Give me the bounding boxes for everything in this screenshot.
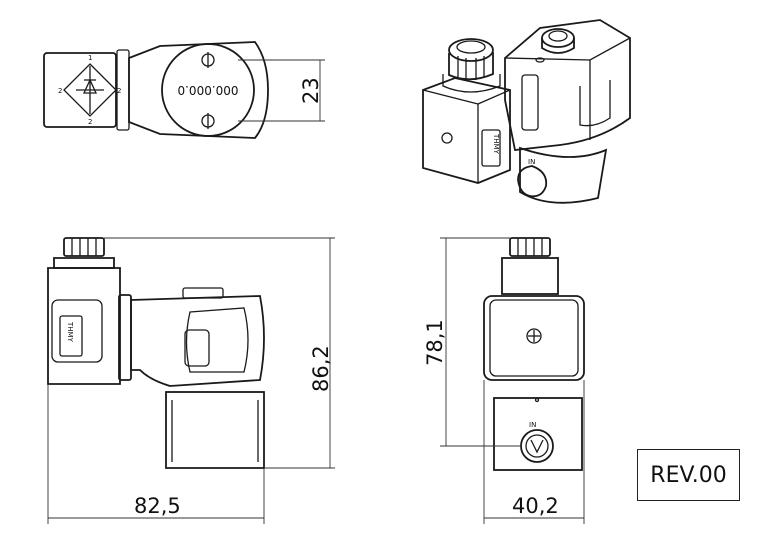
revision-label: REV.00 bbox=[637, 449, 740, 501]
front-cable-gland bbox=[63, 237, 105, 257]
front-valve-body bbox=[165, 391, 265, 469]
dim-front-view-width: 82,5 bbox=[134, 494, 181, 518]
symbol-label-right: 2 bbox=[117, 87, 121, 95]
side-valve-body bbox=[493, 397, 583, 471]
front-connector bbox=[47, 267, 121, 385]
top-view: 1 2 2 2 000.000.0 23 bbox=[43, 41, 325, 139]
front-brand-plate bbox=[59, 315, 83, 357]
side-view: IN 78,1 40,2 bbox=[423, 237, 585, 524]
iso-cable-gland bbox=[448, 38, 494, 62]
dim-side-view-width: 40,2 bbox=[512, 494, 559, 518]
symbol-label-bottom: 2 bbox=[88, 118, 92, 126]
valve-symbol-icon bbox=[63, 63, 117, 117]
iso-valve-body bbox=[519, 146, 608, 204]
dim-side-view-height: 78,1 bbox=[423, 319, 447, 366]
connector-brand: THMY bbox=[66, 321, 74, 343]
coil-code: 000.000.0 bbox=[177, 83, 238, 97]
iso-brand: THMY bbox=[492, 133, 500, 155]
front-view: THMY 86,2 82,5 bbox=[47, 237, 335, 524]
top-view-coil-body bbox=[128, 41, 269, 139]
side-screw-icon bbox=[526, 328, 542, 344]
iso-top-nut bbox=[541, 28, 575, 48]
isometric-view: THMY IN bbox=[422, 19, 631, 204]
iso-connector-screw bbox=[441, 132, 453, 144]
iso-port-label: IN bbox=[528, 158, 535, 166]
side-cable-gland bbox=[509, 237, 551, 257]
symbol-label-left: 2 bbox=[58, 87, 62, 95]
dim-front-view-height: 86,2 bbox=[309, 345, 333, 392]
side-coil bbox=[483, 295, 585, 381]
front-coil bbox=[130, 295, 265, 387]
port-label: IN bbox=[529, 421, 536, 429]
iso-connector bbox=[422, 77, 511, 184]
top-view-coil-face bbox=[161, 43, 255, 137]
iso-port bbox=[517, 165, 548, 198]
symbol-label-top: 1 bbox=[88, 54, 92, 62]
dim-top-view-height: 23 bbox=[299, 77, 323, 104]
